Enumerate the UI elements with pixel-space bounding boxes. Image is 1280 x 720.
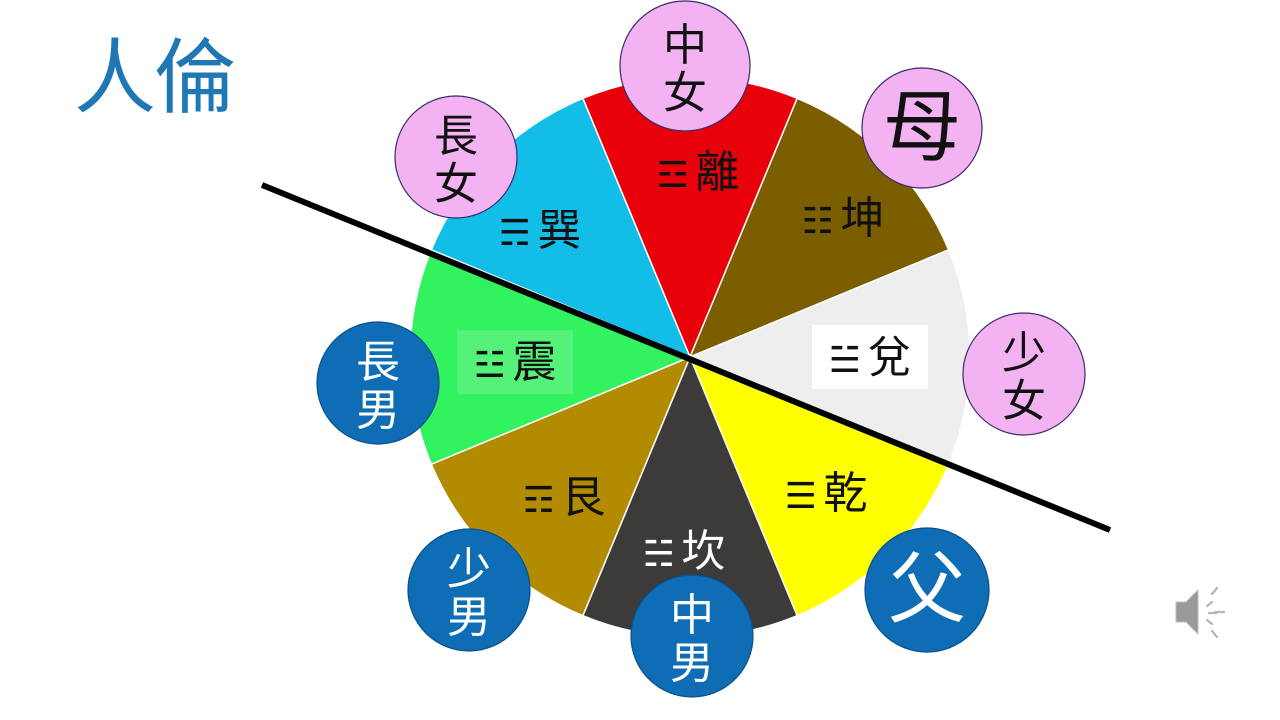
role-text-line1: 少 — [447, 544, 491, 595]
sector-label-kun: ☷ 坤 — [802, 193, 885, 244]
trigram-name: 震 — [512, 337, 556, 388]
role-text-line2: 女 — [663, 68, 707, 119]
trigram-name: 乾 — [823, 468, 867, 519]
role-text-line2: 男 — [670, 638, 714, 689]
hexagram-label: ☱ 兌 — [829, 332, 912, 383]
divider-line — [260, 182, 1112, 533]
role-circle-bg — [394, 95, 518, 219]
role-circle-kun: 母 — [861, 67, 983, 189]
hexagram-label: ☲ 離 — [657, 147, 740, 198]
trigram-symbol: ☳ — [474, 345, 506, 386]
role-text-line2: 男 — [447, 592, 491, 643]
role-text-line1: 長 — [356, 337, 400, 388]
label-background — [812, 325, 928, 389]
role-circle-bg — [619, 0, 751, 132]
role-circle-zhen: 長男 — [316, 321, 440, 445]
role-circle-li: 中女 — [619, 0, 751, 132]
role-circle-bg — [962, 312, 1086, 436]
trigram-symbol: ☱ — [829, 340, 861, 381]
hexagram-label: ☶ 艮 — [523, 472, 606, 523]
trigram-symbol: ☷ — [802, 201, 834, 242]
role-circle-kan: 中男 — [630, 574, 754, 698]
trigram-symbol: ☴ — [499, 213, 531, 254]
sector-label-gen: ☶ 艮 — [523, 472, 606, 523]
trigram-name: 兌 — [867, 332, 911, 383]
sector-label-xun: ☴ 巽 — [499, 205, 582, 256]
label-background — [457, 330, 573, 394]
role-text-line1: 少 — [1002, 328, 1046, 379]
role-circle-qian: 父 — [864, 527, 990, 653]
sector-label-kan: ☵ 坎 — [643, 526, 726, 577]
sector-label-li: ☲ 離 — [657, 147, 740, 198]
trigram-name: 離 — [695, 147, 739, 198]
trigram-symbol: ☲ — [657, 155, 689, 196]
role-circle-bg — [407, 528, 531, 652]
role-circle-bg — [861, 67, 983, 189]
role-circle-bg — [630, 574, 754, 698]
hexagram-label: ☳ 震 — [474, 337, 557, 388]
role-text: 母 — [883, 83, 961, 173]
sector-label-qian: ☰ 乾 — [785, 468, 868, 519]
role-circle-bg — [316, 321, 440, 445]
hexagram-label: ☴ 巽 — [499, 205, 582, 256]
hexagram-label: ☰ 乾 — [785, 468, 868, 519]
role-circle-bg — [864, 527, 990, 653]
hexagram-label: ☷ 坤 — [802, 193, 885, 244]
trigram-symbol: ☶ — [523, 480, 555, 521]
role-text-line1: 長 — [434, 111, 478, 162]
trigram-name: 艮 — [561, 472, 605, 523]
role-circle-dui: 少女 — [962, 312, 1086, 436]
speaker-icon[interactable] — [1175, 586, 1226, 639]
trigram-symbol: ☵ — [643, 534, 675, 575]
role-text-line2: 女 — [1002, 376, 1046, 427]
role-text-line2: 女 — [434, 159, 478, 210]
trigram-name: 坤 — [840, 193, 884, 244]
role-text: 父 — [888, 545, 966, 635]
role-text-line2: 男 — [356, 385, 400, 436]
role-circle-xun: 長女 — [394, 95, 518, 219]
hexagram-label: ☵ 坎 — [643, 526, 726, 577]
page-title: 人倫 — [74, 31, 236, 126]
role-text-line1: 中 — [670, 590, 714, 641]
trigram-name: 坎 — [681, 526, 725, 577]
trigram-name: 巽 — [537, 205, 581, 256]
role-text-line1: 中 — [663, 20, 707, 71]
role-circle-gen: 少男 — [407, 528, 531, 652]
sector-label-zhen: ☳ 震 — [457, 330, 573, 394]
trigram-symbol: ☰ — [785, 476, 817, 517]
sector-label-dui: ☱ 兌 — [812, 325, 928, 389]
